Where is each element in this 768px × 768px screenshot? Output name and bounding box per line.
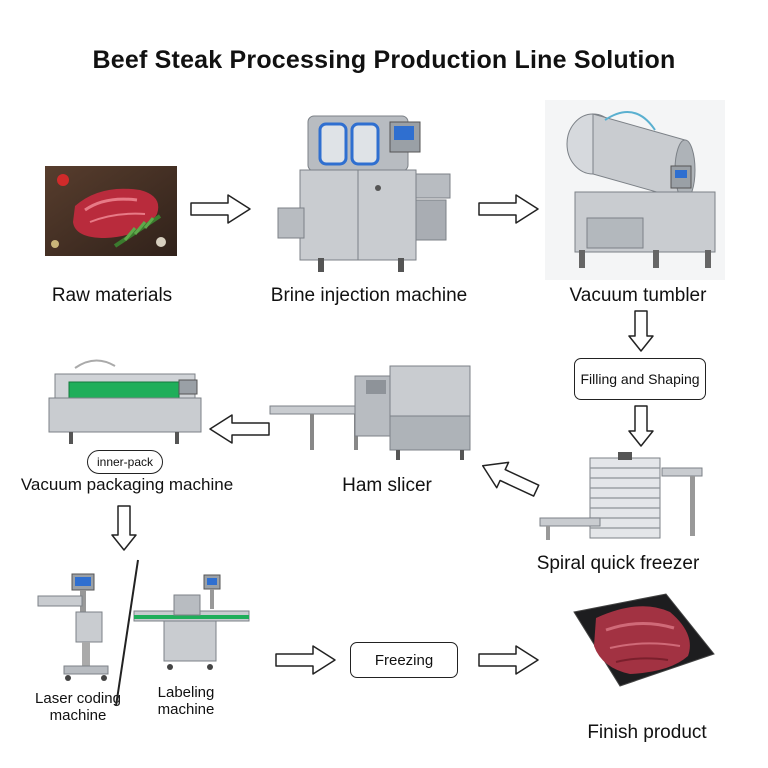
brine-injection-label: Brine injection machine (254, 285, 484, 307)
arrow-right-icon (478, 644, 540, 681)
arrow-right-icon (478, 193, 540, 230)
ham-slicer-label: Ham slicer (302, 475, 472, 497)
arrow-right-icon (275, 644, 337, 681)
labeling-label: Labeling machine (146, 684, 226, 718)
spiral-quick-freezer-label: Spiral quick freezer (523, 553, 713, 575)
spiral-quick-freezer-image (540, 452, 715, 547)
inner-pack-badge: inner-pack (87, 450, 163, 474)
vacuum-packaging-label: Vacuum packaging machine (12, 475, 242, 495)
raw-materials-label: Raw materials (32, 285, 192, 307)
arrow-down-icon (628, 310, 654, 357)
freezing-box: Freezing (350, 642, 458, 678)
arrow-right-icon (190, 193, 252, 230)
finish-product-image (570, 590, 718, 692)
brine-injection-machine-image (278, 108, 450, 280)
page-title: Beef Steak Processing Production Line So… (0, 46, 768, 75)
filling-shaping-box: Filling and Shaping (574, 358, 706, 400)
raw-materials-image (45, 166, 177, 256)
arrow-down-icon (628, 405, 654, 452)
arrow-up-left-icon (478, 458, 540, 503)
finish-product-label: Finish product (562, 722, 732, 744)
vacuum-packaging-machine-image (45, 358, 205, 458)
labeling-machine-image (134, 575, 249, 675)
arrow-down-icon (111, 505, 137, 556)
arrow-left-icon (208, 413, 270, 450)
vacuum-tumbler-label: Vacuum tumbler (548, 285, 728, 307)
ham-slicer-image (270, 356, 475, 461)
vacuum-tumbler-image (545, 100, 725, 280)
